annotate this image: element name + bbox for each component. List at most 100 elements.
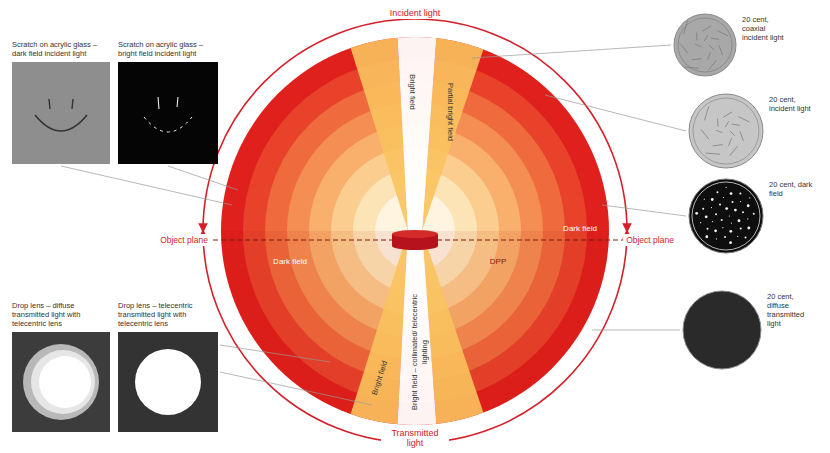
coin-highlight [749,197,750,198]
photo-caption: Drop lens – diffuse transmitted light wi… [12,301,110,328]
coin-highlight [721,219,723,221]
photo-ground [118,62,218,164]
transmitted-wedge [345,231,408,432]
light-arc [203,19,415,231]
photo-image [12,62,110,164]
coin-relief [723,112,732,117]
zone-label: DPP [490,257,506,267]
coin-highlight [700,222,701,223]
coin-highlight [711,198,714,201]
coin-highlight [729,230,732,233]
coin-highlight [738,219,741,222]
coin [683,291,761,369]
coin-highlight [707,228,709,230]
photo-image [688,178,764,254]
coin-relief [732,124,740,125]
plane-label: Object plane [623,234,677,246]
object-bottom [392,242,438,250]
photo-caption: Scratch on acrylic glass – dark field in… [12,40,110,58]
beam-group [345,30,490,432]
coin [674,14,736,76]
coin-relief [738,117,749,123]
coin-relief [683,20,687,34]
arc-label: Transmitted light [381,427,449,449]
photo-image [682,290,762,370]
coin-highlight [740,201,741,202]
photo-image [12,332,110,432]
scratch [144,117,192,132]
photo-image [688,93,764,169]
leader-line [220,372,372,405]
coin-relief [704,35,708,41]
coin-highlight [732,201,734,203]
coin-highlight [726,187,727,188]
coin-relief [730,131,735,136]
coin-photo: 20 cent, diffuse transmitted light [682,290,762,370]
coin-highlight [734,209,737,212]
coin-highlight [724,236,726,238]
coin-highlight [753,213,755,215]
incident-beam [397,30,437,231]
coin-photo: 20 cent, dark field [688,178,764,254]
coin-highlight [722,227,723,228]
photo-image [673,13,737,77]
coin-highlight [715,213,717,215]
drop-lens [39,356,91,408]
incident-wedge [345,30,408,231]
coin-highlight [747,204,750,207]
photo-caption: 20 cent, diffuse transmitted light [767,292,817,328]
coin [689,94,763,168]
coin-relief [725,121,729,127]
photo-ground [12,332,110,432]
leader-line [168,166,238,190]
coin-relief [719,45,722,55]
coin-highlight [705,235,708,238]
coin-highlight [737,236,738,237]
leader-line [602,205,686,216]
coin-relief [685,67,700,68]
coin-highlight [747,218,748,219]
zone-label: Dark field [563,224,597,234]
light-arc [415,231,627,443]
coin-highlight [725,207,728,210]
coin-rim [693,98,759,164]
coin-relief [702,26,711,31]
coin-relief [713,145,723,146]
leader-line [61,166,232,205]
zone-label: Bright field – collimated/ telecentric l… [410,287,430,417]
transmitted-beam [397,231,437,432]
coin-photo: 20 cent, incident light [688,93,764,169]
light-arc [203,231,415,443]
coin-highlight [747,227,750,230]
coin-relief [706,153,721,154]
photo-caption: Drop lens – telecentric transmitted ligh… [118,301,218,328]
coin-relief [717,31,728,37]
arc-label: Incident light [387,7,444,19]
coin-highlight [729,215,730,216]
coin-highlight [742,211,744,213]
scratch [158,97,159,109]
coin-photo: 20 cent, coaxial incident light [673,13,737,77]
coin-relief [716,130,722,132]
coin-relief [680,44,688,54]
coin-relief [704,106,708,120]
sample-photo: Scratch on acrylic glass – dark field in… [12,62,110,164]
photo-caption: Scratch on acrylic glass – bright field … [118,40,218,58]
coin-relief [709,60,717,70]
coin-highlight [729,241,732,244]
plane-label: Object plane [157,234,211,246]
coin-highlight [711,207,712,208]
coin-rim [678,18,732,72]
zone-label: Partial bright field [445,83,455,141]
coin-relief [701,130,709,140]
coin [689,179,763,253]
coin-relief [729,138,732,146]
sample-photo: Drop lens – diffuse transmitted light wi… [12,332,110,432]
coin-relief [709,45,714,50]
coin-highlight [705,215,708,218]
coin-relief [708,52,711,60]
photo-caption: 20 cent, coaxial incident light [742,15,792,42]
scratch [35,115,87,131]
leader-line [592,330,680,331]
